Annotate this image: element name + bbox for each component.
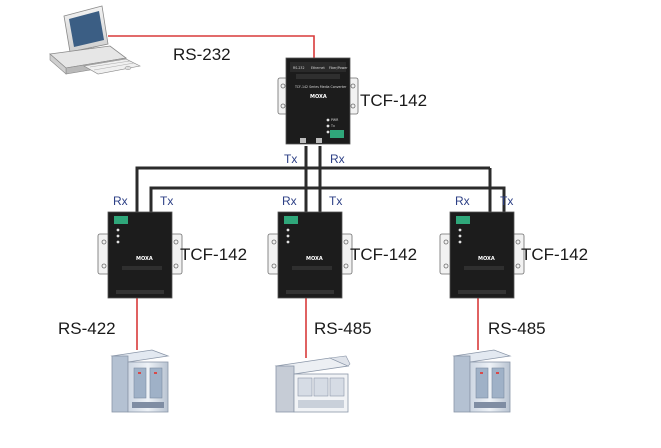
top-led-pwr xyxy=(326,118,330,122)
top-brand-logo: MOXA xyxy=(310,94,327,100)
cables xyxy=(108,35,506,358)
cabinet-2-icon xyxy=(452,349,512,413)
node2-link-label: RS-485 xyxy=(314,319,372,338)
node1-tx-label: Tx xyxy=(160,194,173,208)
node2-device-label: TCF-142 xyxy=(350,245,417,264)
top-tx-label: Tx xyxy=(284,152,297,166)
top-led-label-tx: Tx xyxy=(330,124,335,128)
top-device-label: TCF-142 xyxy=(360,91,427,110)
node1-brand-logo: MOXA xyxy=(136,256,153,262)
rs232-cable xyxy=(108,35,315,60)
node3-link-label: RS-485 xyxy=(488,319,546,338)
fiber-rx-bus-right xyxy=(320,186,506,212)
top-led-label-pwr: PWR xyxy=(331,118,339,122)
node2-rx-label: Rx xyxy=(282,194,297,208)
node1-link-label: RS-422 xyxy=(58,319,116,338)
node2-tx-label: Tx xyxy=(329,194,342,208)
rs232-label: RS-232 xyxy=(173,45,231,64)
pc-computer-icon xyxy=(49,5,141,75)
node2-tcf142-converter: MOXA xyxy=(267,211,353,299)
top-rx-label: Rx xyxy=(330,152,345,166)
node2-brand-logo: MOXA xyxy=(306,256,323,262)
top-led-tx xyxy=(326,124,330,128)
node3-brand-logo: MOXA xyxy=(478,256,495,262)
top-model-caption: TCF-142 Series Media Converter xyxy=(294,85,347,89)
top-green-panel xyxy=(330,130,344,138)
node3-tcf142-converter: MOXA xyxy=(439,211,525,299)
top-port-label-3: Fiber/Power xyxy=(329,66,348,70)
top-tcf142-converter: RS-232 Ethernet Fiber/Power TCF-142 Seri… xyxy=(277,57,359,145)
fiber-rx-bus xyxy=(149,146,322,212)
control-panel-icon xyxy=(274,355,351,413)
top-port-label-1: RS-232 xyxy=(293,66,304,70)
node1-device-label: TCF-142 xyxy=(180,245,247,264)
node3-device-label: TCF-142 xyxy=(521,245,588,264)
node1-tcf142-converter: MOXA xyxy=(97,211,183,299)
node3-tx-label: Tx xyxy=(500,194,513,208)
top-led-rx xyxy=(326,130,330,134)
node3-rx-label: Rx xyxy=(455,194,470,208)
node1-rx-label: Rx xyxy=(113,194,128,208)
fiber-tx-bus xyxy=(135,146,308,212)
top-port-label-2: Ethernet xyxy=(311,66,325,70)
cabinet-1-icon xyxy=(110,349,170,413)
